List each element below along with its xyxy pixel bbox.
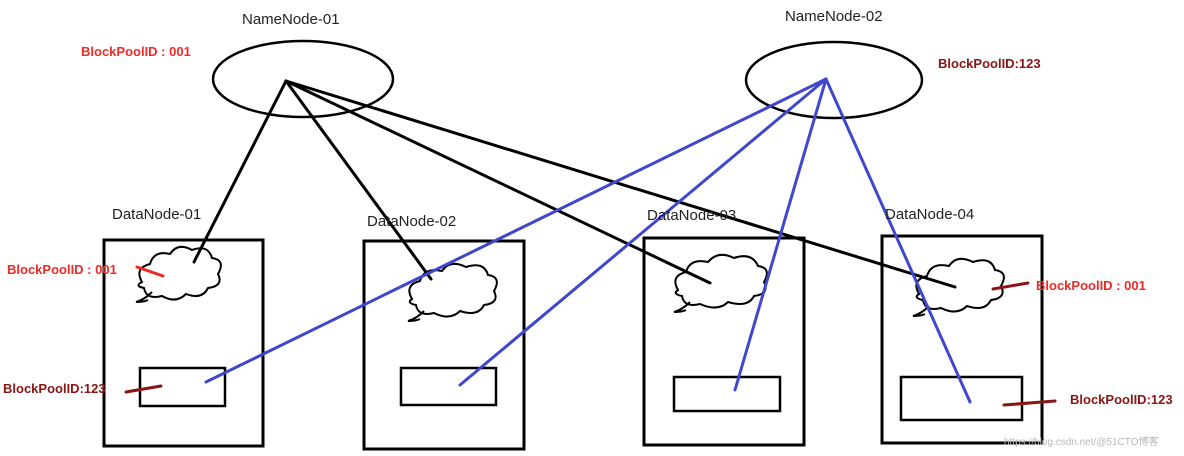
link-nn01-dn02 xyxy=(284,79,433,281)
block-pool-123-store-dn02 xyxy=(399,366,498,407)
link-nn02-dn02 xyxy=(458,77,828,387)
link-nn01-dn01 xyxy=(192,79,288,264)
link-nn01-dn04 xyxy=(284,79,957,289)
pointer-dn04-123 xyxy=(1002,399,1057,407)
namenode-02-shape xyxy=(744,40,924,120)
datanode-01-block-pool-123-label: BlockPoolID:123 xyxy=(3,381,106,396)
datanode-02-title: DataNode-02 xyxy=(367,213,457,230)
pointer-dn04-001 xyxy=(991,281,1030,291)
datanode-02-box xyxy=(362,239,526,451)
block-pool-001-cloud-dn02 xyxy=(407,262,498,322)
namenode-01-block-pool-label: BlockPoolID : 001 xyxy=(81,44,191,59)
block-pool-001-cloud-dn04 xyxy=(912,257,1005,317)
link-nn02-dn04 xyxy=(824,77,972,404)
namenode-01-shape xyxy=(211,39,395,119)
datanode-04-box xyxy=(880,234,1044,445)
block-pool-001-cloud-dn03 xyxy=(673,253,768,313)
datanode-01-title: DataNode-01 xyxy=(112,206,202,223)
watermark: https://blog.csdn.net/@51CTO博客 xyxy=(1004,437,1159,448)
block-pool-123-store-dn01 xyxy=(138,366,227,408)
pointer-dn01-001 xyxy=(135,265,165,278)
datanode-04-block-pool-001-label: BlockPoolID : 001 xyxy=(1036,278,1146,293)
link-nn02-dn03 xyxy=(733,77,828,392)
link-nn01-dn03 xyxy=(284,79,712,285)
datanode-01-box xyxy=(102,238,265,448)
link-nn02-dn01 xyxy=(204,77,828,384)
namenode-01-links xyxy=(192,79,957,289)
datanode-03-box xyxy=(642,236,806,447)
namenode-02-links xyxy=(204,77,972,404)
namenode-01-title: NameNode-01 xyxy=(242,11,340,28)
block-pool-001-cloud-dn01 xyxy=(135,245,222,303)
namenode-02-title: NameNode-02 xyxy=(785,8,883,25)
datanode-04-block-pool-123-label: BlockPoolID:123 xyxy=(1070,392,1173,407)
datanode-03-title: DataNode-03 xyxy=(647,207,737,224)
namenode-02-block-pool-label: BlockPoolID:123 xyxy=(938,56,1041,71)
datanode-01-block-pool-001-label: BlockPoolID : 001 xyxy=(7,262,117,277)
block-pool-123-store-dn03 xyxy=(672,375,782,413)
datanode-04-title: DataNode-04 xyxy=(885,206,975,223)
pointer-dn01-123 xyxy=(124,384,163,394)
block-pool-123-store-dn04 xyxy=(899,375,1024,422)
